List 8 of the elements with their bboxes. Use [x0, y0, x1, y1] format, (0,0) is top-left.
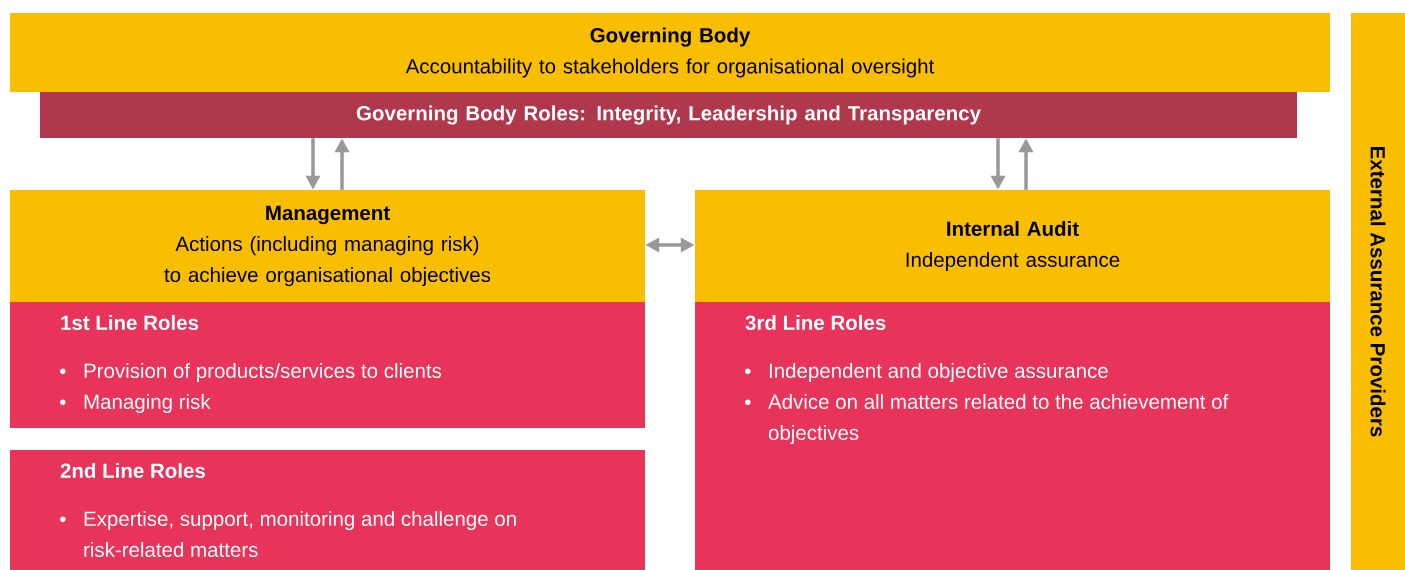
header-box: Internal Audit Independent assurance — [695, 190, 1330, 302]
roles-box: 1st Line Roles Provision of products/services to clients Managing risk — [10, 302, 645, 428]
header-box: Governing Body Accountability to stakeholders for organisational oversight — [10, 13, 1330, 92]
roles-box: 2nd Line Roles Expertise, support, monitoring and challenge on risk-related matters — [10, 450, 645, 570]
header-box: Management Actions (including managing risk) to achieve organisational objectives — [10, 190, 645, 302]
roles-box: 3rd Line Roles Independent and objective assurance Advice on all matters related to the achievement of objectives — [695, 302, 1330, 570]
roles-band: Governing Body Roles: Integrity, Leadership and Transparency — [40, 92, 1297, 138]
side-bar: External Assurance Providers — [1351, 13, 1405, 570]
